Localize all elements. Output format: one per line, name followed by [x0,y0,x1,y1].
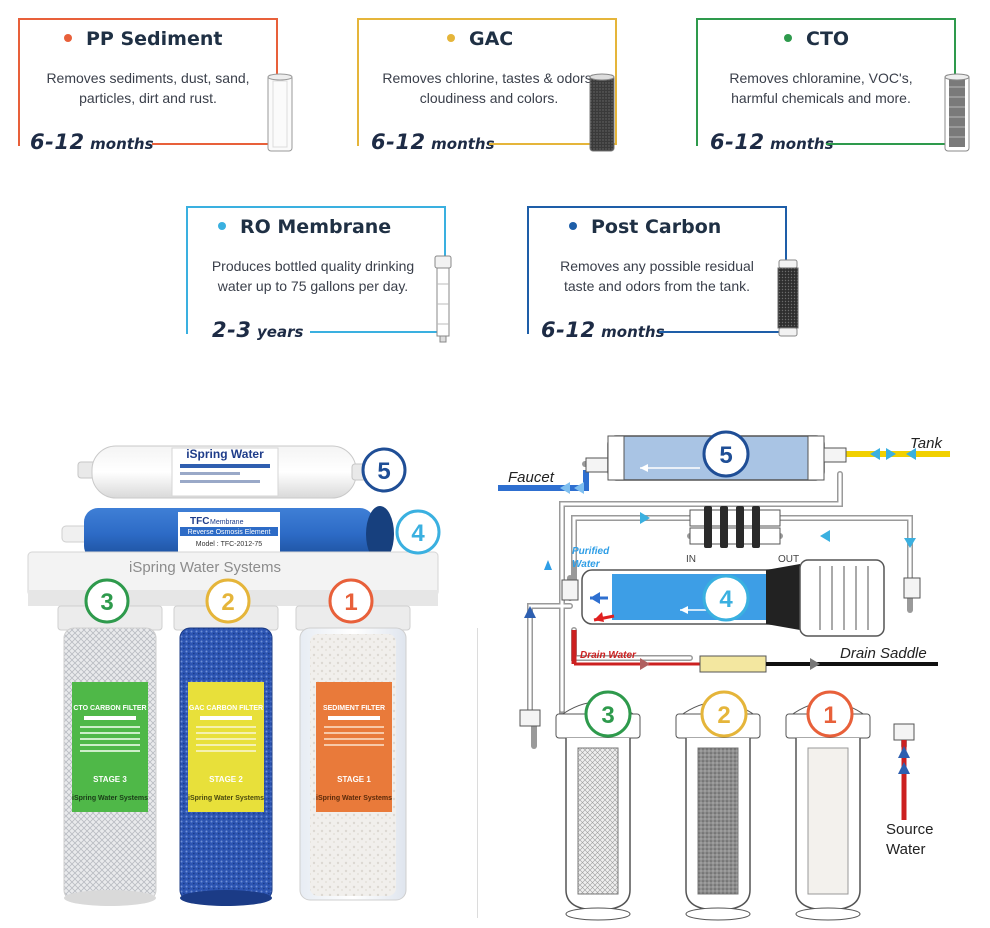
card-title: GAC [447,28,513,50]
panel-divider [477,628,478,918]
flow-diagram-svg: Tank Faucet IN OUT [498,430,950,921]
card-lifespan: 6-12 months [710,130,834,154]
diagram-badge-3: 3 [584,690,632,738]
bullet-dot-icon [784,33,792,42]
label-purified-2: Water [572,559,601,570]
card-cartridge [265,73,295,158]
card-underline [152,143,278,145]
svg-text:1: 1 [344,589,357,616]
photo-membrane-sub: Membrane [210,519,244,526]
gac-cartridge-icon [589,73,615,152]
svg-text:3: 3 [100,589,113,616]
card-cartridge [587,73,617,158]
bullet-dot-icon [569,221,577,230]
card-underline [826,143,956,145]
diagram-badge-4: 4 [702,574,750,622]
svg-text:4: 4 [411,520,425,547]
photo-filter-2-name: GAC CARBON FILTER [189,705,263,712]
card-cartridge [942,73,972,158]
svg-text:5: 5 [719,442,732,469]
card-title: PP Sediment [64,28,222,50]
svg-text:4: 4 [719,586,733,613]
photo-badge-2: 2 [205,578,251,624]
card-lifespan: 2-3 years [212,318,304,342]
sediment-cartridge-icon [267,73,293,152]
photo-housing-2: GAC CARBON FILTER STAGE 2 iSpring Water … [173,605,279,906]
photo-membrane-name: Reverse Osmosis Element [188,529,271,536]
label-purified-1: Purified [572,546,610,557]
card-cartridge [775,258,801,343]
card-cartridge [431,254,455,349]
photo-filter-1-stage: STAGE 1 [337,775,371,784]
photo-filter-3-stage: STAGE 3 [93,775,127,784]
label-out: OUT [778,554,799,565]
card-description: Removes sediments, dust, sand,particles,… [46,70,250,106]
card-underline [489,143,617,145]
photo-badge-4: 4 [395,509,441,555]
diagram-badge-1: 1 [806,690,854,738]
photo-badge-5: 5 [361,447,407,493]
photo-filter-2-brand: iSpring Water Systems [188,795,264,802]
photo-badge-1: 1 [328,578,374,624]
svg-text:3: 3 [601,702,614,729]
ro-membrane-icon [434,255,452,343]
card-title: CTO [784,28,849,50]
label-tank: Tank [910,435,943,452]
label-source-2: Water [886,841,925,858]
label-drain-saddle: Drain Saddle [840,645,927,662]
card-underline [659,331,787,333]
svg-text:1: 1 [823,702,836,729]
photo-brand-top: iSpring Water [186,447,264,461]
photo-membrane-brand: TFC [190,516,209,527]
photo-housing-1: SEDIMENT FILTER STAGE 1 iSpring Water Sy… [295,605,411,901]
photo-filter-2-stage: STAGE 2 [209,775,243,784]
photo-membrane-model: Model : TFC-2012-75 [196,541,263,548]
photo-badge-3: 3 [84,578,130,624]
svg-text:2: 2 [221,589,234,616]
bullet-dot-icon [64,33,72,42]
photo-filter-1-brand: iSpring Water Systems [316,795,392,802]
label-source-1: Source [886,821,934,838]
stage-card-2: GAC Removes chlorine, tastes & odors,clou… [357,18,617,154]
photo-housing-3: CTO CARBON FILTER STAGE 3 iSpring Water … [57,605,163,906]
card-underline [310,331,446,333]
card-lifespan: 6-12 months [30,130,154,154]
photo-bracket-text: iSpring Water Systems [129,559,281,576]
bullet-dot-icon [447,33,455,42]
photo-filter-3-name: CTO CARBON FILTER [73,705,146,712]
flow-diagram: Tank Faucet IN OUT [490,420,990,928]
card-lifespan: 6-12 months [541,318,665,342]
photo-filter-3-brand: iSpring Water Systems [72,795,148,802]
diagram-badge-2: 2 [700,690,748,738]
card-lifespan: 6-12 months [371,130,495,154]
product-illustration: iSpring Water TFC Membrane Reverse Osmos… [27,445,441,906]
card-description: Removes chlorine, tastes & odors,cloudin… [382,70,596,106]
card-title: Post Carbon [569,216,721,238]
label-faucet: Faucet [508,469,555,486]
diagram-housing-1 [785,701,915,921]
bullet-dot-icon [218,221,226,230]
post-carbon-icon [777,259,799,337]
photo-filter-1-name: SEDIMENT FILTER [323,705,385,712]
card-description: Removes chloramine, VOC's,harmful chemic… [729,70,913,106]
product-photo: iSpring Water TFC Membrane Reverse Osmos… [0,420,470,928]
svg-text:2: 2 [717,702,730,729]
stage-card-3: CTO Removes chloramine, VOC's,harmful che… [696,18,970,154]
label-in: IN [686,554,696,565]
card-frame [357,18,617,146]
svg-text:5: 5 [377,458,390,485]
card-title: RO Membrane [218,216,391,238]
diagram-badge-5: 5 [702,430,750,478]
diagram-housing-3 [519,701,641,921]
label-drain-water: Drain Water [580,650,637,661]
cto-cartridge-icon [944,73,970,152]
